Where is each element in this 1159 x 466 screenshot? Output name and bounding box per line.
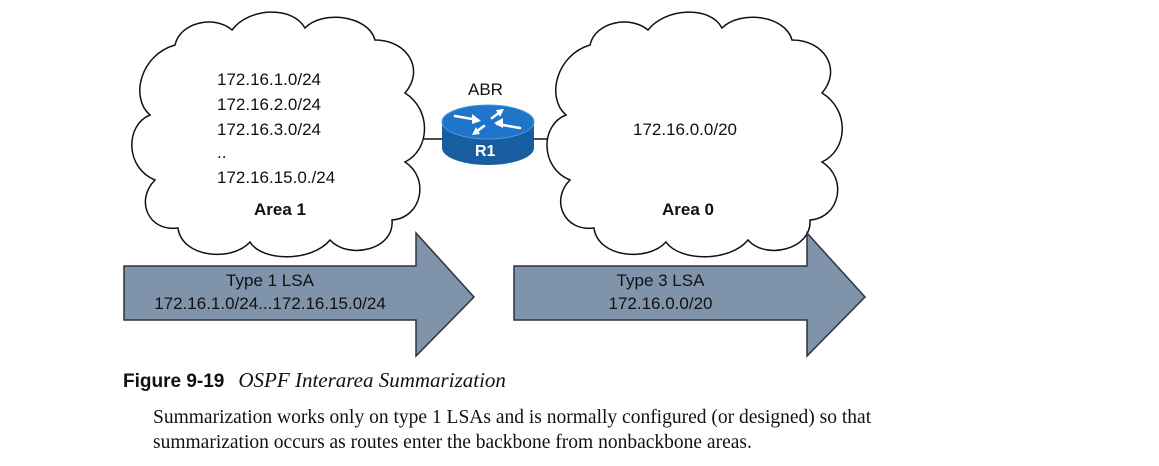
- area0-label: Area 0: [662, 200, 714, 219]
- router-name: R1: [475, 143, 496, 160]
- figure-number: Figure 9-19: [123, 371, 225, 392]
- type3-lsa-arrow: [513, 231, 867, 358]
- arrow2-text: Type 3 LSA 172.16.0.0/20: [514, 269, 807, 315]
- type1-lsa-arrow: [123, 231, 476, 358]
- area1-route-1: 172.16.1.0/24: [217, 70, 321, 89]
- arrow2-route: 172.16.0.0/20: [608, 294, 713, 313]
- cloud-area-1: [131, 11, 426, 258]
- area1-route-15: 172.16.15.0./24: [217, 168, 336, 187]
- area1-label: Area 1: [254, 200, 306, 219]
- abr-label: ABR: [468, 80, 503, 99]
- body-paragraph: Summarization works only on type 1 LSAs …: [153, 405, 1033, 455]
- arrow1-lsa-type: Type 1 LSA: [226, 271, 314, 290]
- area0-route: 172.16.0.0/20: [633, 120, 737, 139]
- figure-caption: Figure 9-19 OSPF Interarea Summarization: [123, 368, 506, 393]
- cloud-area-0: [546, 11, 843, 258]
- arrow1-text: Type 1 LSA 172.16.1.0/24...172.16.15.0/2…: [124, 269, 416, 315]
- router-icon: [441, 104, 535, 165]
- area1-route-ellipsis: ..: [217, 143, 227, 162]
- network-diagram: [123, 11, 867, 358]
- figure-title: OSPF Interarea Summarization: [238, 368, 506, 392]
- arrow2-lsa-type: Type 3 LSA: [616, 271, 705, 290]
- area1-route-3: 172.16.3.0/24: [217, 120, 321, 139]
- area1-route-2: 172.16.2.0/24: [217, 95, 321, 114]
- paragraph-line-1: Summarization works only on type 1 LSAs …: [153, 407, 872, 428]
- paragraph-line-2: summarization occurs as routes enter the…: [153, 432, 752, 453]
- arrow1-routes: 172.16.1.0/24...172.16.15.0/24: [154, 294, 386, 313]
